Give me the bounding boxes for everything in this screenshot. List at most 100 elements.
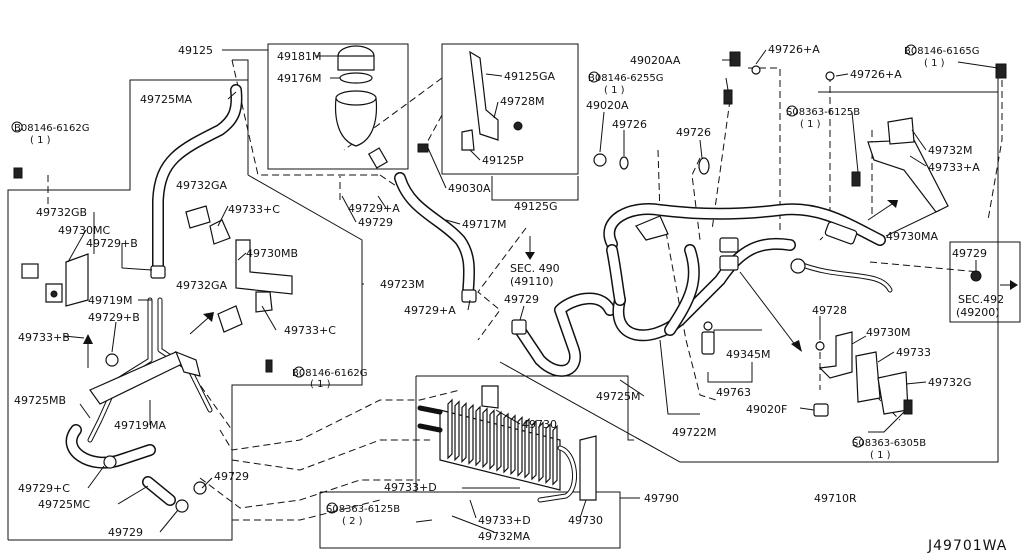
label-49725mb: 49725MB: [14, 394, 66, 407]
label-screw-08363-6125b-bottom: S08363-6125B: [326, 504, 400, 515]
cooler-fin: [468, 403, 474, 465]
label-49732ga-top: 49732GA: [176, 179, 228, 192]
pressure-hose-49722m: [603, 203, 893, 342]
direction-arrows: [83, 200, 1018, 368]
label-49730m: 49730M: [866, 326, 910, 339]
label-sec-490-sub: (49110): [510, 275, 554, 288]
label-49729-b: 49729: [108, 526, 143, 539]
label-screw-08363-6305b-qty: ( 1 ): [870, 450, 891, 461]
label-screw-08363-6125b-right: S08363-6125B: [786, 107, 860, 118]
fastener-markers: [11, 44, 917, 514]
label-49125: 49125: [178, 44, 213, 57]
oil-cooler-49790: [417, 385, 597, 503]
label-bolt-08146-6162g-mid-qty: ( 1 ): [310, 379, 331, 390]
label-49763: 49763: [716, 386, 751, 399]
clamp-49732ga: [185, 205, 243, 333]
label-49729-c: 49729: [358, 216, 393, 229]
cooler-fin: [503, 412, 509, 474]
label-49729-e: 49729: [952, 247, 987, 260]
label-screw-08363-6125b-right-qty: ( 1 ): [800, 119, 821, 130]
label-bolt-08146-6255g-qty: ( 1 ): [604, 85, 625, 96]
label-49726-b: 49726: [676, 126, 711, 139]
label-sec-492-sub: (49200): [956, 306, 1000, 319]
label-49728m: 49728M: [500, 95, 544, 108]
bracket-49719ma: [89, 350, 201, 405]
cooler-fin: [489, 409, 495, 470]
label-49729a-mid: 49729+A: [404, 304, 456, 317]
bracket-49125ga: [461, 50, 523, 151]
label-49733: 49733: [896, 346, 931, 359]
label-49730-b: 49730: [568, 514, 603, 527]
cooler-fin: [545, 423, 551, 484]
label-49725mc: 49725MC: [38, 498, 90, 511]
label-49729-a: 49729: [214, 470, 249, 483]
label-49729b-mid: 49729+B: [88, 311, 140, 324]
label-bolt-08146-6162g-top-qty: ( 1 ): [30, 135, 51, 146]
cooler-fin: [531, 419, 537, 481]
label-49726-a: 49726: [612, 118, 647, 131]
label-49733c-mid: 49733+C: [284, 324, 336, 337]
label-49732ga-mid: 49732GA: [176, 279, 228, 292]
bracket-49730mb: [209, 219, 293, 313]
label-screw-08363-6125b-bottom-qty: ( 2 ): [342, 516, 363, 527]
label-49725m: 49725M: [596, 390, 640, 403]
label-49719ma: 49719MA: [114, 419, 166, 432]
hose-49725m: [511, 292, 616, 377]
label-bolt-08146-6165g-qty: ( 1 ): [924, 58, 945, 69]
label-49125g: 49125G: [514, 200, 558, 213]
cooler-fin: [552, 424, 558, 486]
cooler-fin: [482, 407, 488, 469]
label-49733c-top: 49733+C: [228, 203, 280, 216]
label-49719m: 49719M: [88, 294, 132, 307]
label-49176m: 49176M: [277, 72, 321, 85]
leader-lines: [63, 49, 999, 533]
label-49729-d: 49729: [504, 293, 539, 306]
label-49790: 49790: [644, 492, 679, 505]
label-49732gb: 49732GB: [36, 206, 87, 219]
label-49726a-top: 49726+A: [768, 43, 820, 56]
label-bolt-08146-6165g: B08146-6165G: [904, 46, 979, 57]
label-49732m: 49732M: [928, 144, 972, 157]
label-bolt-08146-6162g-top: B08146-6162G: [14, 123, 89, 134]
clips-left: [13, 167, 273, 513]
cooler-fin: [461, 402, 467, 463]
label-49717m: 49717M: [462, 218, 506, 231]
label-49730mb: 49730MB: [246, 247, 298, 260]
label-49729b-top: 49729+B: [86, 237, 138, 250]
misc-fasteners-right: [417, 51, 1007, 417]
cooler-fin: [496, 410, 502, 472]
label-49733d-b: 49733+D: [478, 514, 531, 527]
label-49730mc: 49730MC: [58, 224, 110, 237]
label-49125ga: 49125GA: [504, 70, 556, 83]
label-49733b: 49733+B: [18, 331, 70, 344]
label-sec-492: SEC.492: [958, 293, 1004, 306]
label-49726a-mid: 49726+A: [850, 68, 902, 81]
hose-49725mb: [65, 424, 176, 506]
part-labels: 49125 49181M 49176M 49725MA B08146-6162G…: [14, 43, 1004, 543]
label-49020aa: 49020AA: [630, 54, 681, 67]
label-49710r: 49710R: [814, 492, 857, 505]
label-49020f: 49020F: [746, 403, 787, 416]
cooler-fin: [517, 416, 523, 477]
cooler-fin: [538, 421, 544, 483]
cooler-fin: [447, 398, 453, 460]
boundary-lines: [7, 43, 1021, 549]
return-hose-49725ma: [150, 84, 243, 279]
diagram-reference-code: J49701WA: [927, 538, 1007, 554]
cooler-fin: [475, 405, 481, 467]
pressure-switch-49763: [701, 321, 715, 355]
label-49345m: 49345M: [726, 348, 770, 361]
label-49732ma: 49732MA: [478, 530, 530, 543]
reservoir-assembly: [334, 45, 389, 169]
label-49722m: 49722M: [672, 426, 716, 439]
label-49730-a: 49730: [522, 418, 557, 431]
label-49729a-top: 49729+A: [348, 202, 400, 215]
label-49125p: 49125P: [482, 154, 524, 167]
label-49729c: 49729+C: [18, 482, 70, 495]
cooler-fin: [454, 400, 460, 462]
label-49730ma: 49730MA: [886, 230, 938, 243]
hose-49717m: [394, 172, 477, 303]
label-sec-490: SEC. 490: [510, 262, 560, 275]
label-bolt-08146-6162g-mid: B08146-6162G: [292, 368, 367, 379]
